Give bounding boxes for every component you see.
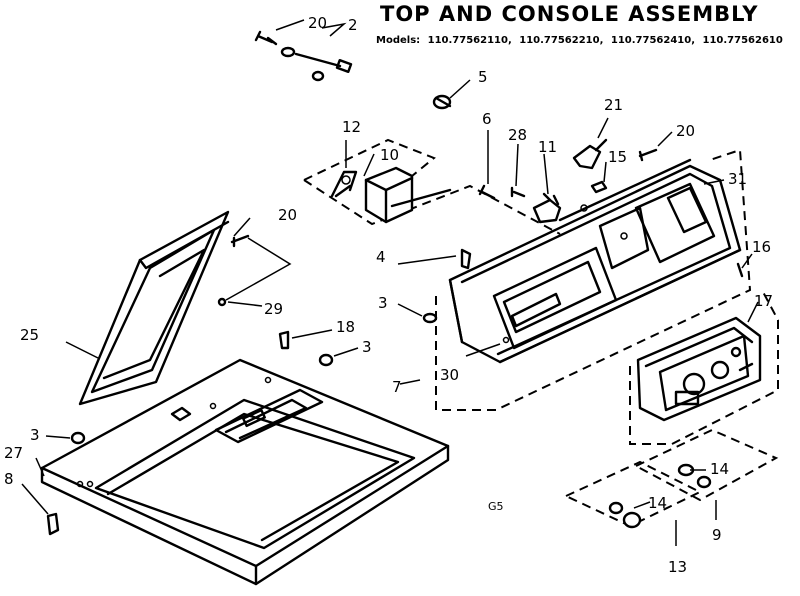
callout-2: 2 (348, 16, 358, 34)
diagram-title: TOP AND CONSOLE ASSEMBLY (380, 2, 759, 26)
knob-14-right (677, 463, 712, 489)
callout-25: 25 (20, 326, 39, 344)
callout-31: 31 (728, 170, 747, 188)
callout-5: 5 (478, 68, 488, 86)
callout-6: 6 (482, 110, 492, 128)
callout-3-left: 3 (30, 426, 40, 444)
callout-30: 30 (440, 366, 459, 384)
callout-4: 4 (376, 248, 386, 266)
top-panel (40, 358, 450, 586)
callout-9: 9 (712, 526, 722, 544)
models-line: Models: 110.77562110, 110.77562210, 110.… (376, 35, 787, 46)
timer-dashed-group-2 (303, 179, 561, 235)
callout-29: 29 (264, 300, 283, 318)
models-label: Models: (376, 35, 421, 46)
callout-18: 18 (336, 318, 355, 336)
callout-20-right: 20 (676, 122, 695, 140)
callout-20-top: 20 (308, 14, 327, 32)
callout-16: 16 (752, 238, 771, 256)
callout-11: 11 (538, 138, 557, 156)
callout-14-left: 14 (648, 494, 667, 512)
callout-numbers: 20 2 5 21 20 12 10 6 28 11 15 31 20 16 4… (4, 14, 773, 576)
timer-dashed-group (303, 138, 436, 181)
console-backsplash (448, 158, 742, 364)
callout-14-right: 14 (710, 460, 729, 478)
model-number-1: 110.77562110, (427, 35, 512, 46)
callout-20-left: 20 (278, 206, 297, 224)
callout-8: 8 (4, 470, 14, 488)
model-number-4: 110.77562610 (702, 35, 783, 46)
callout-3-top: 3 (362, 338, 372, 356)
model-number-2: 110.77562210, (519, 35, 604, 46)
callout-27: 27 (4, 444, 23, 462)
callout-10: 10 (380, 146, 399, 164)
control-panel (636, 316, 762, 422)
diagram-code: G5 (488, 500, 504, 513)
model-number-3: 110.77562410, (610, 35, 696, 46)
callout-3-console: 3 (378, 294, 388, 312)
timer (330, 166, 452, 224)
small-parts (46, 30, 744, 536)
knob-dashed-group (629, 289, 779, 445)
knob-14a-dashed-group (633, 428, 779, 502)
callout-15: 15 (608, 148, 627, 166)
callout-12: 12 (342, 118, 361, 136)
lid (78, 210, 230, 406)
leader-lines (21, 19, 759, 546)
callout-7: 7 (392, 378, 402, 396)
callout-28: 28 (508, 126, 527, 144)
knob-14-left (608, 501, 642, 529)
callout-17: 17 (754, 292, 773, 310)
callout-21: 21 (604, 96, 623, 114)
console-dashed-group (435, 148, 752, 411)
callout-13: 13 (668, 558, 687, 576)
